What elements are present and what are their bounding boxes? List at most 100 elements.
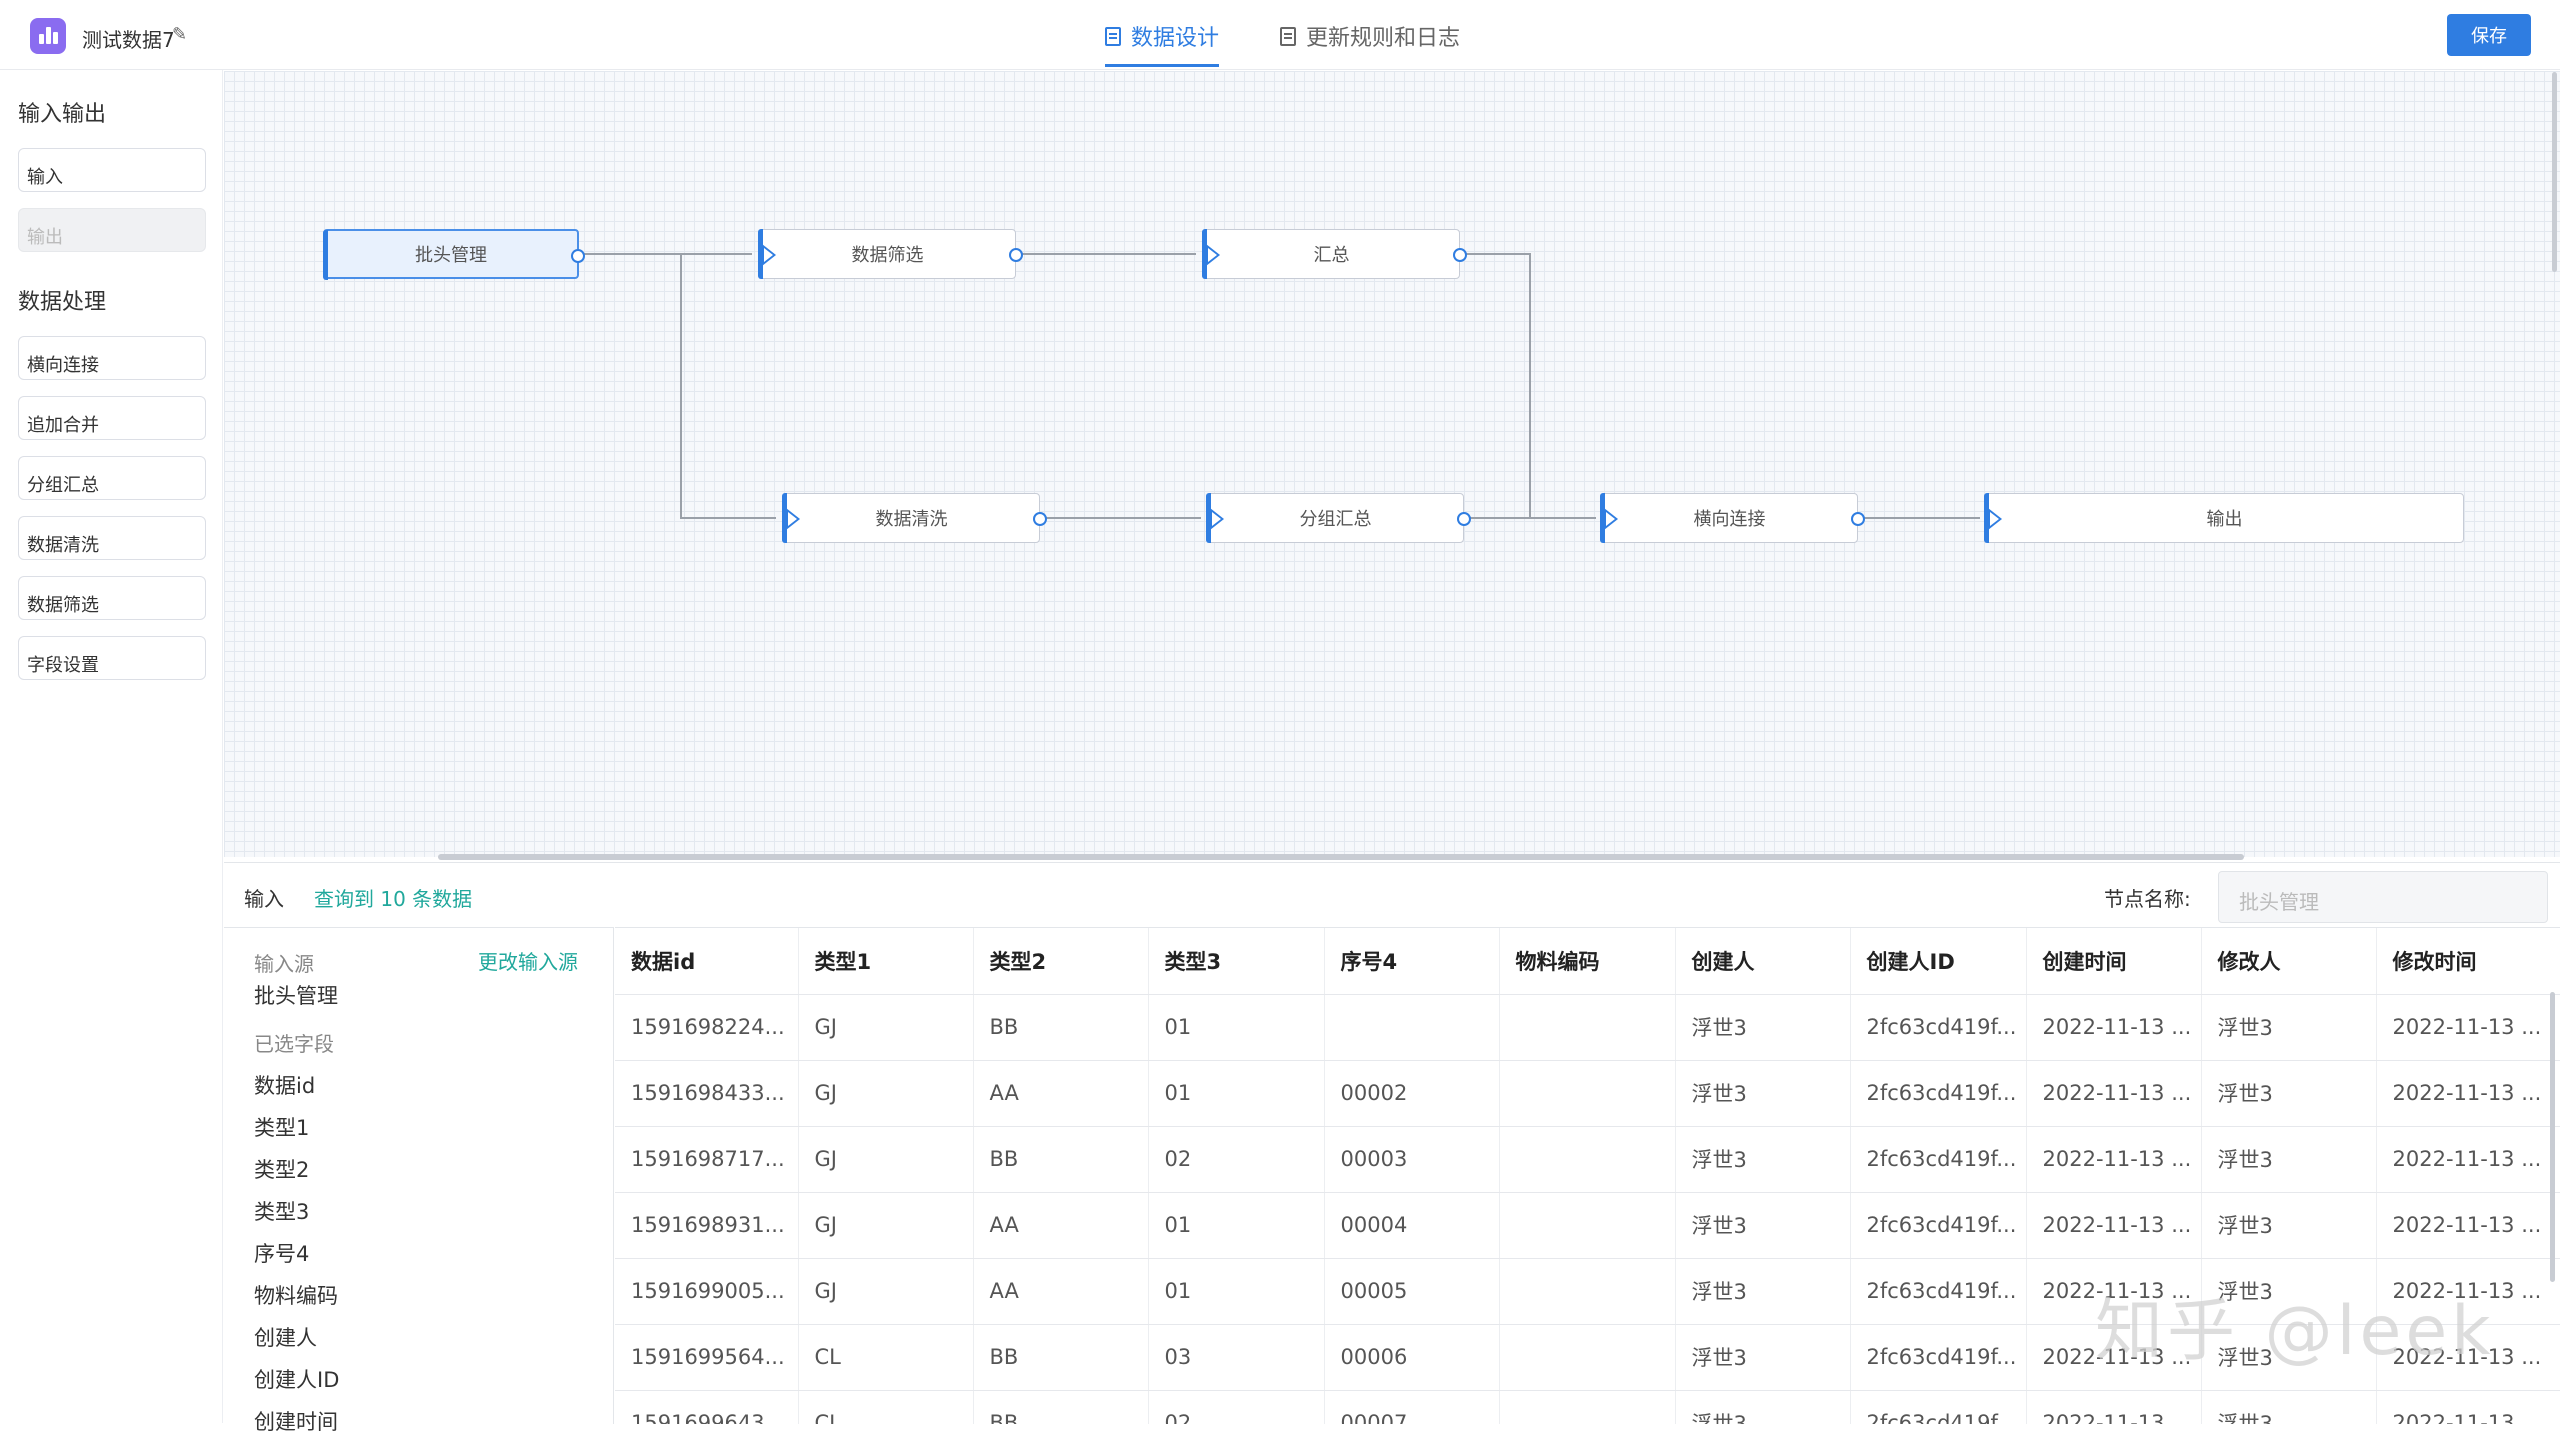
column-header[interactable]: 修改时间 [2376,928,2560,995]
input-port[interactable] [1604,508,1618,530]
table-cell: 1591699005... [615,1258,799,1325]
flow-node-batch-header[interactable]: 批头管理 [323,229,585,280]
app-title: 测试数据7 [82,28,175,52]
node-accent-bar [1984,493,1989,543]
selected-field-item: 创建人ID [254,1368,340,1392]
flow-canvas[interactable]: 批头管理 数据筛选 汇总 数据清洗 分组汇总 横向连接 输出 [224,71,2560,857]
table-cell: 2fc63cd419f... [1850,994,2027,1061]
flow-node-summary[interactable]: 汇总 [1202,229,1467,279]
table-cell [1499,1126,1676,1193]
output-port[interactable] [1851,512,1865,526]
section-title-io: 输入输出 [18,102,107,127]
table-cell: 02 [1148,1390,1325,1424]
palette-item-append-merge[interactable]: 追加合并 [18,396,206,440]
input-port[interactable] [786,508,800,530]
palette-item-group-summary[interactable]: 分组汇总 [18,456,206,500]
selected-fields-label: 已选字段 [254,1032,334,1056]
document-icon [1280,26,1296,46]
table-cell: 2022-11-13 ... [2376,994,2560,1061]
column-header[interactable]: 类型1 [798,928,974,995]
table-cell: 1591698224... [615,994,799,1061]
panel-tab-input[interactable]: 输入 [244,887,284,911]
palette-item-output[interactable]: 输出 [18,208,206,252]
table-cell: 2022-11-13 ... [2026,994,2202,1061]
flow-node-data-cleaning[interactable]: 数据清洗 [782,493,1047,543]
output-port[interactable] [571,249,585,263]
table-cell [1499,1390,1676,1424]
connection-lines [579,253,1980,519]
node-accent-bar [1206,493,1211,543]
table-cell: 2fc63cd419f... [1850,1192,2027,1259]
column-header[interactable]: 修改人 [2201,928,2377,995]
table-cell: 1591699564... [615,1324,799,1391]
canvas-vertical-scrollbar[interactable] [2552,72,2557,272]
table-cell: 浮世3 [1675,1060,1851,1127]
table-cell: 1591698931... [615,1192,799,1259]
node-label: 横向连接 [1693,509,1766,530]
table-cell: 2022-11-13 ... [2376,1126,2560,1193]
table-cell: 01 [1148,1192,1325,1259]
column-header[interactable]: 类型2 [973,928,1149,995]
column-header[interactable]: 创建时间 [2026,928,2202,995]
palette-item-horizontal-join[interactable]: 横向连接 [18,336,206,380]
flow-node-data-filter[interactable]: 数据筛选 [758,229,1023,279]
canvas-horizontal-scrollbar[interactable] [438,854,2244,860]
selected-field-item: 创建人 [254,1326,317,1350]
input-port[interactable] [1206,244,1220,266]
table-cell: 01 [1148,1258,1325,1325]
column-header[interactable]: 类型3 [1148,928,1325,995]
edit-icon[interactable]: ✎ [172,24,188,45]
query-result-count: 查询到 10 条数据 [314,887,473,911]
table-cell: 浮世3 [2201,1390,2377,1424]
table-cell: 2022-11-13 ... [2376,1060,2560,1127]
output-port[interactable] [1009,248,1023,262]
table-cell: GJ [798,1258,974,1325]
flow-node-horizontal-join[interactable]: 横向连接 [1600,493,1865,543]
save-button[interactable]: 保存 [2447,14,2531,56]
tab-update-rules-log[interactable]: 更新规则和日志 [1280,20,1460,52]
input-port[interactable] [1210,508,1224,530]
table-cell: 00005 [1324,1258,1500,1325]
chart-bar-icon [30,18,66,54]
change-input-source-link[interactable]: 更改输入源 [478,950,578,974]
palette-item-input[interactable]: 输入 [18,148,206,192]
table-cell [1499,1324,1676,1391]
palette-item-field-settings[interactable]: 字段设置 [18,636,206,680]
input-port[interactable] [1988,508,2002,530]
table-vertical-scrollbar[interactable] [2550,992,2555,1282]
table-cell [1499,1258,1676,1325]
input-port[interactable] [762,244,776,266]
column-header[interactable]: 物料编码 [1499,928,1676,995]
table-cell: 2022-11-13 ... [2376,1258,2560,1325]
node-accent-bar [323,230,328,280]
output-port[interactable] [1453,248,1467,262]
edge-n3-n6 [1461,253,1531,518]
column-header[interactable]: 创建人 [1675,928,1851,995]
column-header[interactable]: 数据id [615,928,799,995]
column-header[interactable]: 序号4 [1324,928,1500,995]
palette-item-data-cleaning[interactable]: 数据清洗 [18,516,206,560]
palette-item-data-filter[interactable]: 数据筛选 [18,576,206,620]
watermark-text: 知乎 @leek [2095,1292,2495,1371]
table-cell: 2022-11-13 ... [2026,1258,2202,1325]
output-port[interactable] [1457,512,1471,526]
tab-data-design[interactable]: 数据设计 [1105,20,1219,52]
output-port[interactable] [1033,512,1047,526]
table-cell: 00003 [1324,1126,1500,1193]
table-cell: 2022-11-13 ... [2376,1390,2560,1424]
table-cell: AA [973,1192,1149,1259]
flow-node-group-summary[interactable]: 分组汇总 [1206,493,1471,543]
node-name-label: 节点名称: [2104,887,2191,911]
table-cell: 浮世3 [2201,994,2377,1061]
column-header[interactable]: 创建人ID [1850,928,2027,995]
table-cell: 2022-11-13 ... [2376,1192,2560,1259]
node-name-input[interactable]: 批头管理 [2218,871,2548,923]
flow-node-output[interactable]: 输出 [1984,493,2464,543]
